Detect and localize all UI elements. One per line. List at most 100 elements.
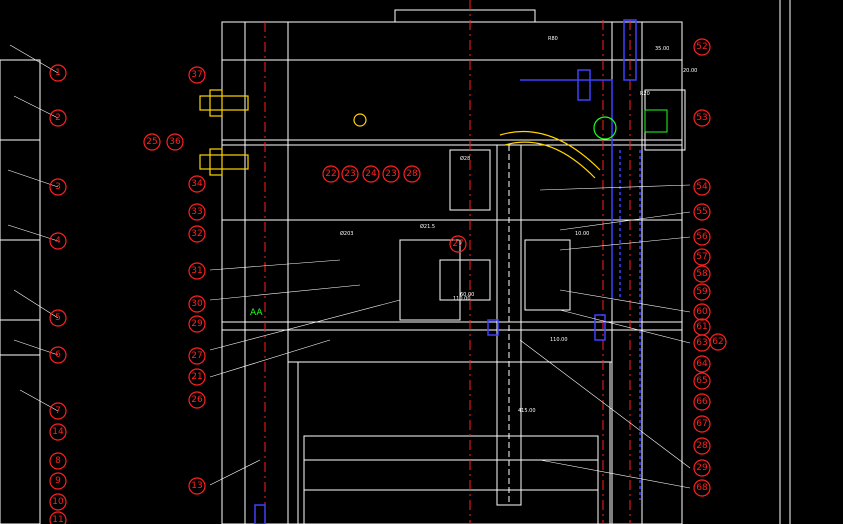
left-balloon: 8: [49, 452, 67, 470]
left-balloon: 10: [49, 493, 67, 511]
right-balloon: 56: [693, 228, 711, 246]
center-balloon-label: 29: [191, 319, 203, 329]
right-balloon-label: 68: [696, 483, 708, 493]
left-balloon-label: 2: [55, 113, 61, 123]
center-balloon: 31: [188, 262, 206, 280]
center-balloon-label: 37: [191, 70, 202, 80]
right-balloon-label: 62: [712, 337, 723, 347]
hot-runner-parts: [199, 89, 601, 179]
left-balloon-label: 14: [52, 427, 64, 437]
dimension-label: 35.00: [655, 46, 669, 52]
dimension-label: 10.00: [575, 231, 589, 237]
center-balloon: 23: [382, 165, 400, 183]
center-balloon: 22: [322, 165, 340, 183]
center-balloon: 36: [166, 133, 184, 151]
right-balloon-label: 63: [696, 338, 707, 348]
left-balloon-label: 8: [55, 456, 61, 466]
right-balloon-label: 64: [696, 359, 708, 369]
centerlines: [264, 0, 631, 524]
right-balloon-label: 57: [696, 252, 707, 262]
center-balloon-label: 36: [169, 137, 181, 147]
center-balloon-label: 13: [191, 481, 202, 491]
right-balloon: 64: [693, 355, 711, 373]
left-balloon-group: 1 2 3 4 5 6 7 14 8 9 10 11: [49, 64, 67, 524]
dimension-label: R80: [548, 36, 558, 42]
right-balloon: 58: [693, 265, 711, 283]
cooling-channels: [254, 19, 641, 524]
center-balloon-label: 27: [452, 239, 463, 249]
dimension-label: Ø28: [460, 155, 470, 162]
left-balloon-label: 5: [55, 313, 61, 323]
right-balloon: 65: [693, 372, 711, 390]
left-balloon: 5: [49, 309, 67, 327]
center-balloon: 28: [403, 165, 421, 183]
center-balloon: 26: [188, 391, 206, 409]
green-marks: AA: [250, 109, 668, 318]
dimension-label: 20.00: [683, 68, 697, 74]
right-balloon: 28: [693, 437, 711, 455]
center-balloon-label: 30: [191, 299, 203, 309]
left-balloon: 9: [49, 472, 67, 490]
left-balloon-label: 3: [55, 182, 61, 192]
right-balloon-label: 56: [696, 232, 708, 242]
left-balloon: 7: [49, 402, 67, 420]
center-balloon-label: 27: [191, 351, 202, 361]
green-note: AA: [250, 308, 263, 318]
right-balloon-label: 55: [696, 207, 707, 217]
right-balloon-label: 67: [696, 419, 707, 429]
mold-assembly-outline: [0, 0, 791, 524]
dimension-label: R20: [640, 91, 650, 97]
left-balloon: 3: [49, 178, 67, 196]
right-balloon: 67: [693, 415, 711, 433]
right-balloon-label: 28: [696, 441, 708, 451]
left-balloon: 6: [49, 346, 67, 364]
right-balloon: 61: [693, 318, 711, 336]
right-balloon: 29: [693, 459, 711, 477]
right-balloon-label: 61: [696, 322, 707, 332]
center-balloon: 29: [188, 315, 206, 333]
center-balloon-label: 32: [191, 229, 202, 239]
right-balloon: 60: [693, 303, 711, 321]
center-balloon-label: 34: [191, 179, 203, 189]
dimension-label: Ø203: [340, 230, 353, 237]
left-balloon: 11: [49, 511, 67, 524]
right-balloon: 63: [693, 334, 711, 352]
left-balloon-label: 1: [55, 68, 61, 78]
center-balloon-label: 22: [325, 169, 336, 179]
left-balloon-label: 11: [52, 515, 63, 524]
dimension-label: Ø21.5: [420, 223, 435, 230]
dimension-label: 110.00: [453, 296, 471, 302]
right-balloon: 55: [693, 203, 711, 221]
center-balloon: 21: [188, 368, 206, 386]
right-balloon-label: 54: [696, 182, 708, 192]
center-balloon: 13: [188, 477, 206, 495]
right-balloon: 62: [709, 333, 727, 351]
center-balloon-label: 25: [146, 137, 157, 147]
center-balloon: 27: [449, 235, 467, 253]
left-balloon-label: 9: [55, 476, 61, 486]
right-balloon-label: 52: [696, 42, 707, 52]
center-balloon: 27: [188, 347, 206, 365]
right-balloon-label: 66: [696, 397, 708, 407]
right-balloon-label: 65: [696, 376, 707, 386]
left-balloon-label: 6: [55, 350, 61, 360]
right-balloon: 57: [693, 248, 711, 266]
center-balloon: 37: [188, 66, 206, 84]
center-balloon-label: 24: [365, 169, 377, 179]
center-balloon: 33: [188, 203, 206, 221]
center-balloon-label: 23: [344, 169, 355, 179]
center-balloon: 30: [188, 295, 206, 313]
left-balloon: 1: [49, 64, 67, 82]
right-balloon-label: 53: [696, 113, 707, 123]
right-balloon-label: 58: [696, 269, 708, 279]
dimension-labels: Ø203Ø21.5Ø28415.00R8035.0020.0010.00110.…: [340, 36, 697, 414]
left-balloon: 14: [49, 423, 67, 441]
left-balloon: 4: [49, 232, 67, 250]
center-balloon: 23: [341, 165, 359, 183]
right-balloon: 53: [693, 109, 711, 127]
right-balloon-label: 59: [696, 287, 708, 297]
right-balloon: 68: [693, 479, 711, 497]
